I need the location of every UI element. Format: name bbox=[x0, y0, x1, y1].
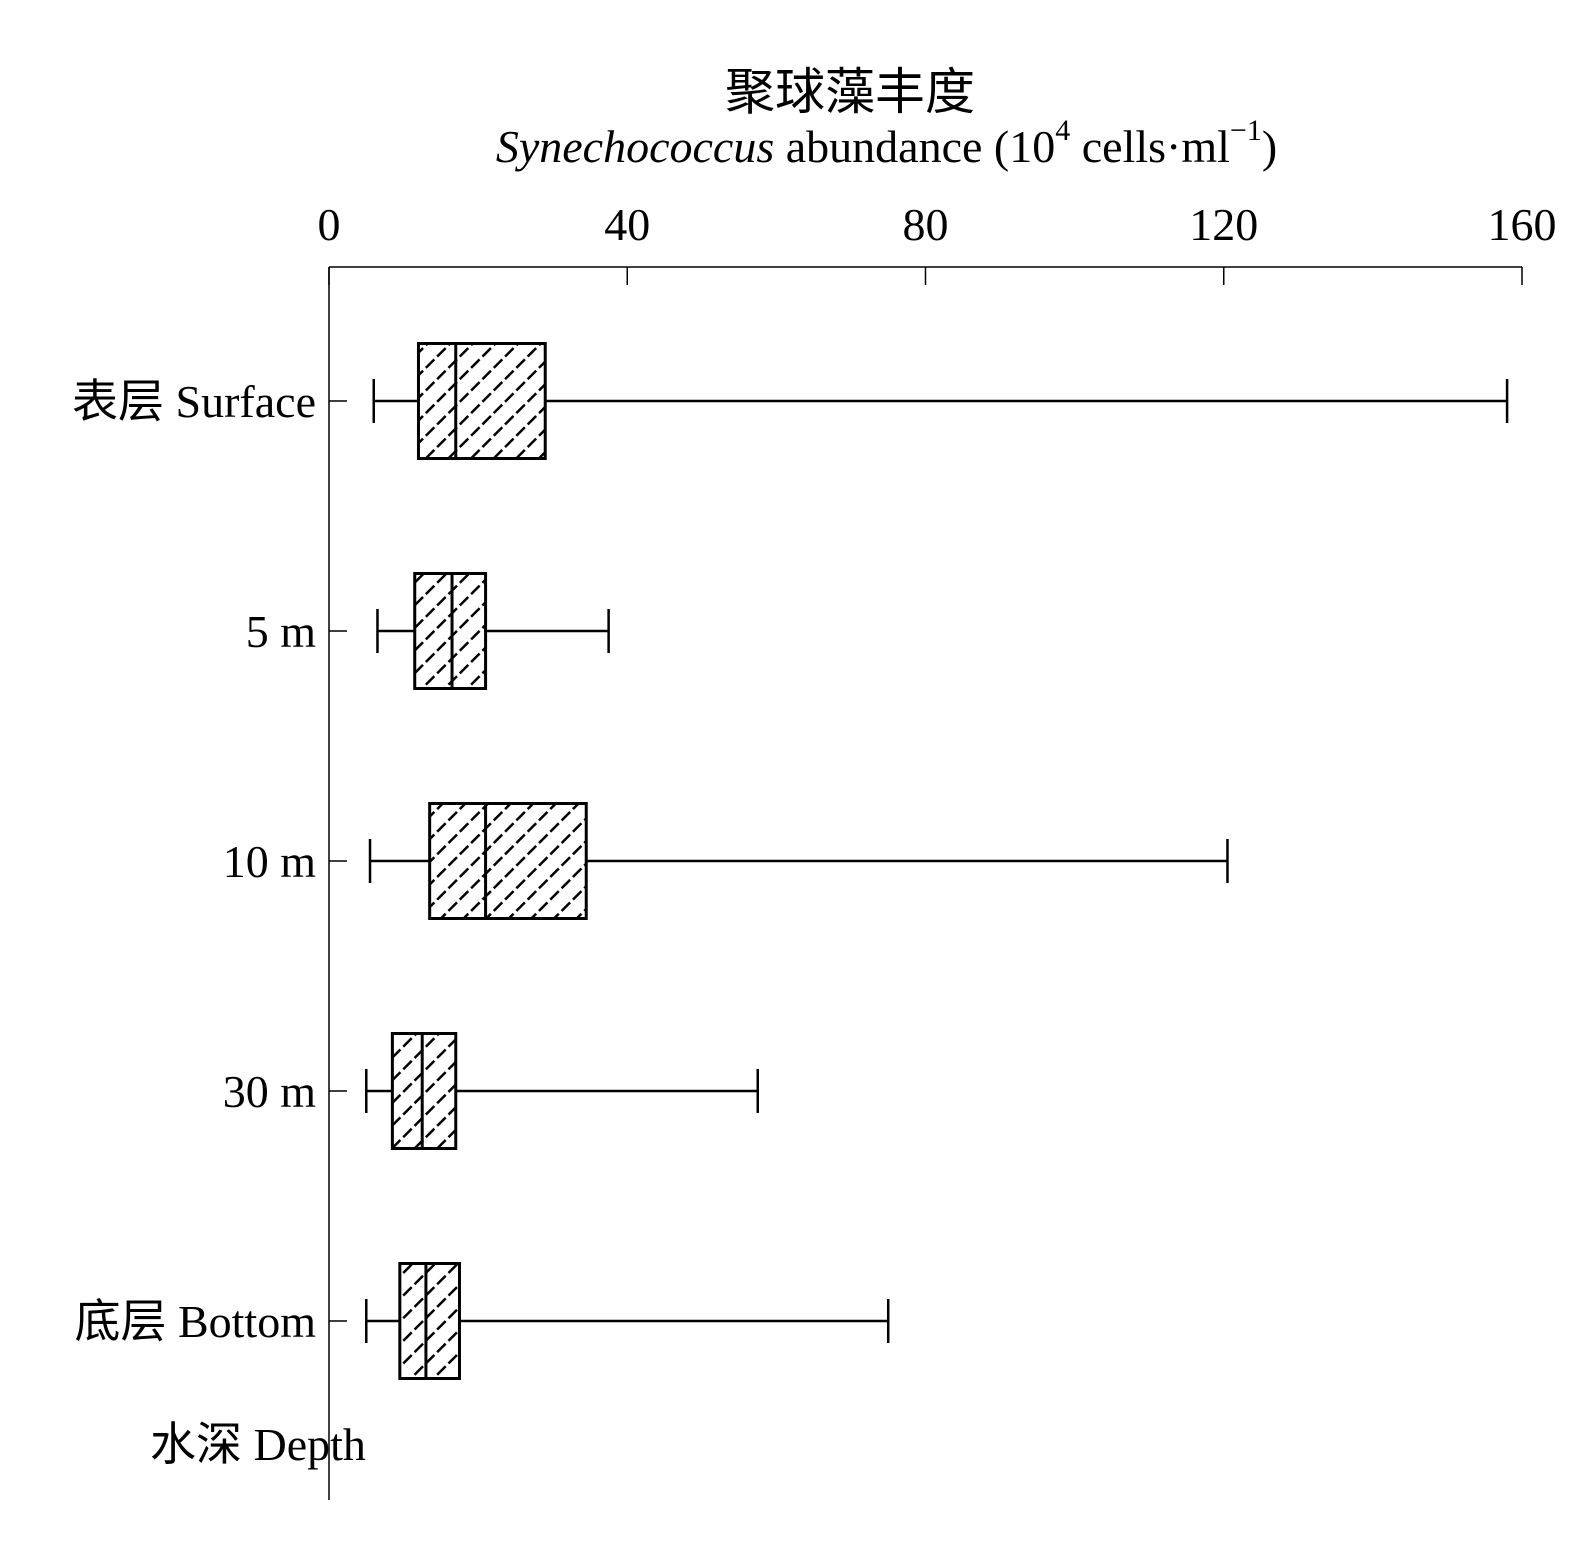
iqr-box bbox=[390, 1032, 458, 1150]
chart-title-cn: 聚球藻丰度 bbox=[725, 63, 975, 121]
boxes bbox=[365, 342, 1509, 1380]
box-2 bbox=[368, 802, 1229, 920]
title-exponent-4: 4 bbox=[1055, 113, 1071, 147]
x-tick-label: 40 bbox=[604, 199, 650, 250]
x-tick-label: 80 bbox=[903, 199, 949, 250]
category-label: 5 m bbox=[246, 606, 317, 657]
title-part-abundance: abundance (10 bbox=[774, 121, 1056, 172]
y-axis-label: 水深 Depth bbox=[150, 1419, 366, 1470]
x-tick-label: 120 bbox=[1189, 199, 1258, 250]
iqr-box bbox=[413, 572, 488, 690]
box-0 bbox=[372, 342, 1509, 460]
axes: 0 40 80 120 160 表层 Surface 5 m 10 m 30 m 底层 Botto… bbox=[72, 199, 1557, 1500]
box-4 bbox=[365, 1262, 890, 1380]
title-part-close: ) bbox=[1261, 121, 1278, 172]
category-label: 表层 Surface bbox=[72, 376, 316, 427]
x-tick-label: 0 bbox=[318, 199, 341, 250]
iqr-box bbox=[416, 342, 547, 460]
title-part-cells: cells·ml bbox=[1070, 121, 1230, 172]
chart-title-en: Synechococcus abundance (104 cells·ml−1) bbox=[0, 115, 1573, 173]
title-exponent-minus1: −1 bbox=[1229, 113, 1262, 147]
x-tick-label: 160 bbox=[1488, 199, 1557, 250]
category-label: 底层 Bottom bbox=[74, 1296, 316, 1347]
category-label: 30 m bbox=[223, 1066, 317, 1117]
box-1 bbox=[376, 572, 610, 690]
box-3 bbox=[365, 1032, 759, 1150]
iqr-box bbox=[398, 1262, 461, 1380]
species-name: Synechococcus bbox=[495, 121, 775, 172]
iqr-box bbox=[428, 802, 588, 920]
category-label: 10 m bbox=[223, 836, 317, 887]
